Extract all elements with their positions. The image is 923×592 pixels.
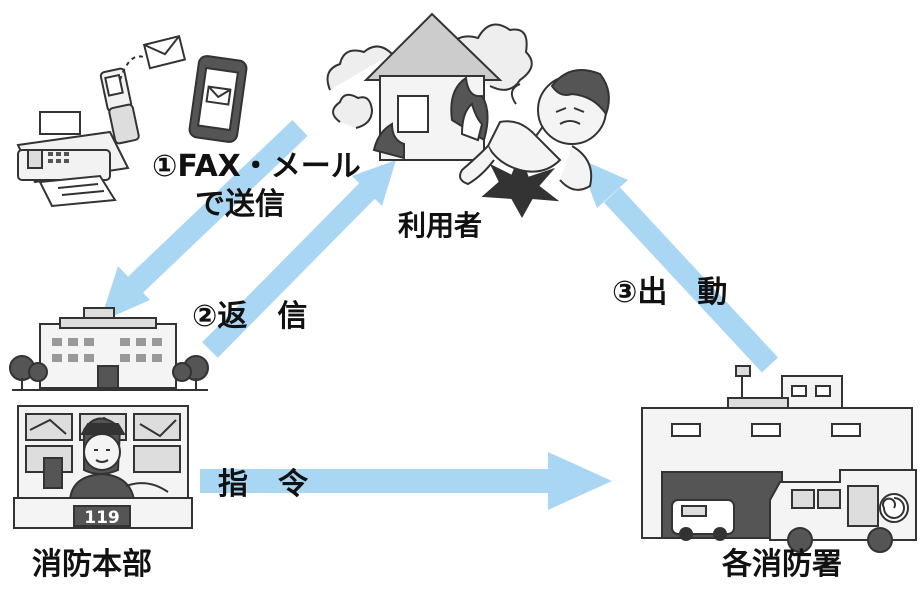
- user-label: 利用者: [398, 209, 483, 242]
- arrow-reply-to-user: [202, 160, 396, 358]
- arrow-order-to-station: [200, 452, 612, 510]
- step3-label: ③出 動: [612, 275, 728, 310]
- flip-phone-icon: [99, 67, 140, 145]
- dispatcher-desk-icon: [13, 405, 193, 529]
- step1-label-line1: ①FAX・メール: [152, 149, 361, 184]
- arrow-dispatch-to-user: [578, 158, 779, 373]
- fire-station-icon: [641, 365, 917, 553]
- fax-machine-icon: [16, 111, 130, 208]
- envelope-icon: [119, 34, 187, 81]
- burning-house-icon: [326, 12, 533, 161]
- order-label: 指 令: [218, 467, 308, 502]
- fire-hq-label: 消防本部: [32, 547, 152, 582]
- fire-station-label: 各消防署: [722, 547, 842, 582]
- desk-sign-119: 119: [84, 508, 120, 528]
- step1-label-line2: で送信: [195, 187, 285, 222]
- falling-person-icon: [459, 69, 610, 219]
- step2-label: ②返 信: [192, 299, 308, 334]
- fire-hq-building-icon: [9, 307, 209, 391]
- smartphone-icon: [188, 55, 248, 143]
